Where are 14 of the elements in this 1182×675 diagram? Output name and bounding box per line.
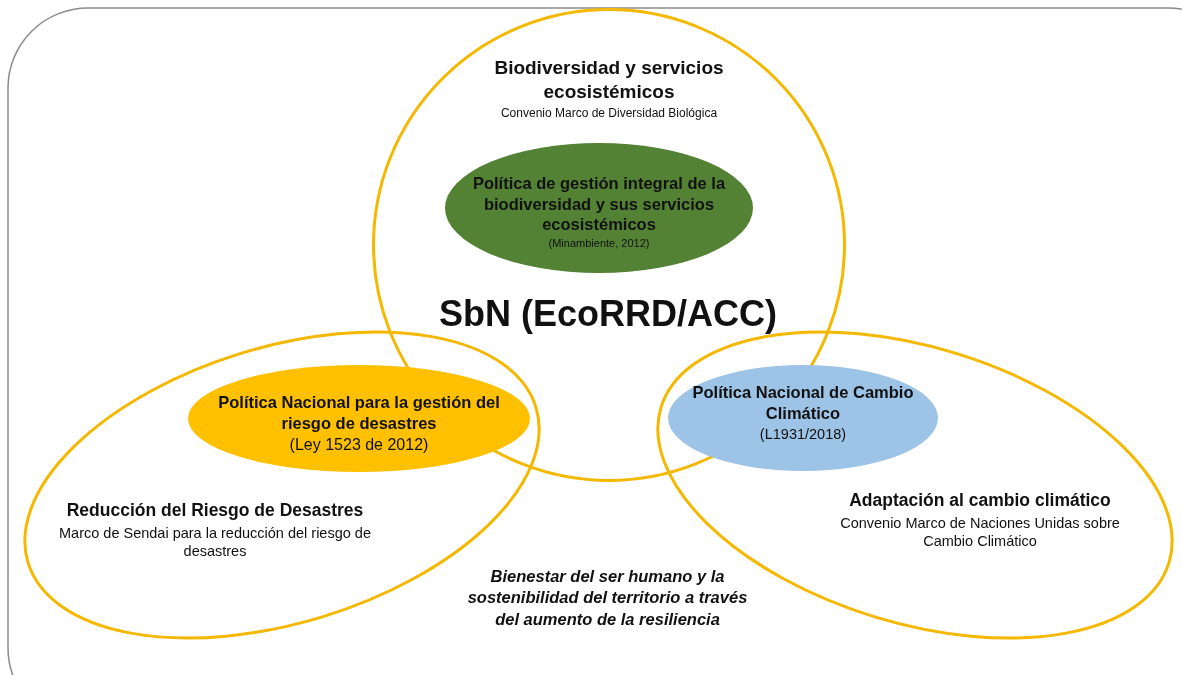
subtitle-text: (Ley 1523 de 2012) [289, 435, 429, 456]
subtitle-text: (Minambiente, 2012) [548, 236, 650, 251]
heading-text: Biodiversidad y servicios ecosistémicos [493, 56, 725, 104]
heading-text: Política de gestión integral de la biodiversidad y sus servicios ecosistémicos [471, 173, 727, 235]
subtitle-text: Marco de Sendai para la reducción del riesgo de desastres [58, 523, 372, 561]
central-title: SbN (EcoRRD/ACC) [438, 292, 778, 336]
heading-text: Reducción del Riesgo de Desastres [66, 500, 364, 522]
italic-note: Bienestar del ser humano y la sostenibilidad del territorio a través del aumento de la resiliencia [466, 566, 749, 630]
heading-text: Política Nacional de Cambio Climático [691, 382, 915, 424]
heading-text: Política Nacional para la gestión del riesgo de desastres [217, 392, 501, 434]
subtitle-text: Convenio Marco de Diversidad Biológica [500, 105, 718, 121]
subtitle-text: (L1931/2018) [759, 425, 847, 444]
heading-text: Adaptación al cambio climático [849, 490, 1111, 512]
subtitle-text: Convenio Marco de Naciones Unidas sobre Cambio Climático [839, 513, 1121, 551]
